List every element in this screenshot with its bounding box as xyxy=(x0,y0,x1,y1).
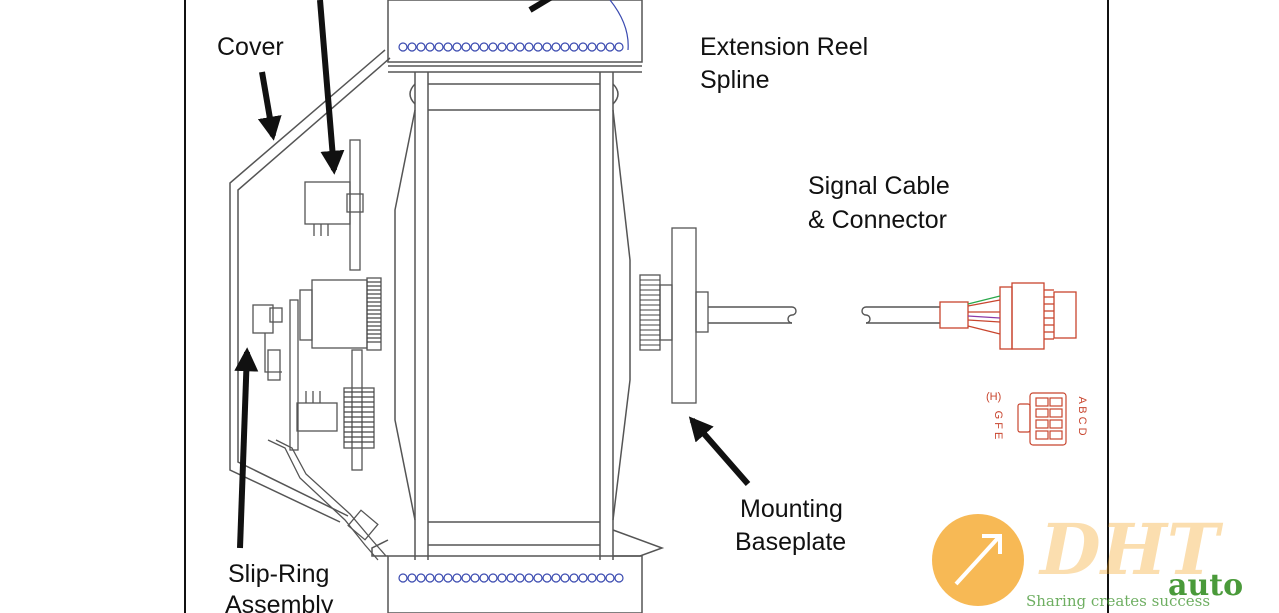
connector xyxy=(939,282,1077,350)
watermark-brand-suffix: auto xyxy=(1168,568,1244,603)
watermark-brand-main: DHT xyxy=(1040,508,1219,591)
arrow-to-drum xyxy=(528,0,553,13)
arrow-to-board xyxy=(317,0,345,175)
arrow-to-baseplate xyxy=(688,416,751,486)
watermark-logo-icon xyxy=(932,514,1024,606)
pin-label-gfe: G F E xyxy=(992,411,1004,440)
internal-mechanism xyxy=(252,139,387,561)
coil-windings-bottom xyxy=(398,573,624,583)
coil-windings-top xyxy=(398,0,629,52)
arrow-to-cover xyxy=(257,71,282,141)
reel-drum xyxy=(371,0,665,613)
arrow-to-slip-ring xyxy=(234,347,259,549)
mounting-baseplate-part xyxy=(671,227,697,404)
label-extension-reel: Extension Reel xyxy=(700,33,869,61)
label-baseplate: Baseplate xyxy=(735,528,847,556)
label-assembly: Assembly xyxy=(225,591,334,613)
gear-teeth xyxy=(344,281,381,443)
signal-cable xyxy=(708,306,940,324)
frame-border xyxy=(184,0,1109,613)
label-signal-cable: Signal Cable xyxy=(808,172,950,200)
connector-wires xyxy=(967,295,1001,319)
label-cover: Cover xyxy=(217,33,284,61)
hub-ridges xyxy=(640,279,660,346)
label-slip-ring: Slip-Ring xyxy=(228,560,330,588)
label-spline: Spline xyxy=(700,66,770,94)
label-mounting: Mounting xyxy=(740,495,843,523)
pin-label-abcd: A B C D xyxy=(1076,396,1088,435)
callout-arrows xyxy=(234,0,751,549)
shaft-hub xyxy=(639,227,709,404)
label-connector: & Connector xyxy=(808,206,947,234)
pin-label-h: (H) xyxy=(986,391,1001,403)
connector-pinout xyxy=(1017,392,1067,446)
watermark-tagline: Sharing creates success xyxy=(1026,592,1211,610)
cover-outline xyxy=(229,49,391,523)
